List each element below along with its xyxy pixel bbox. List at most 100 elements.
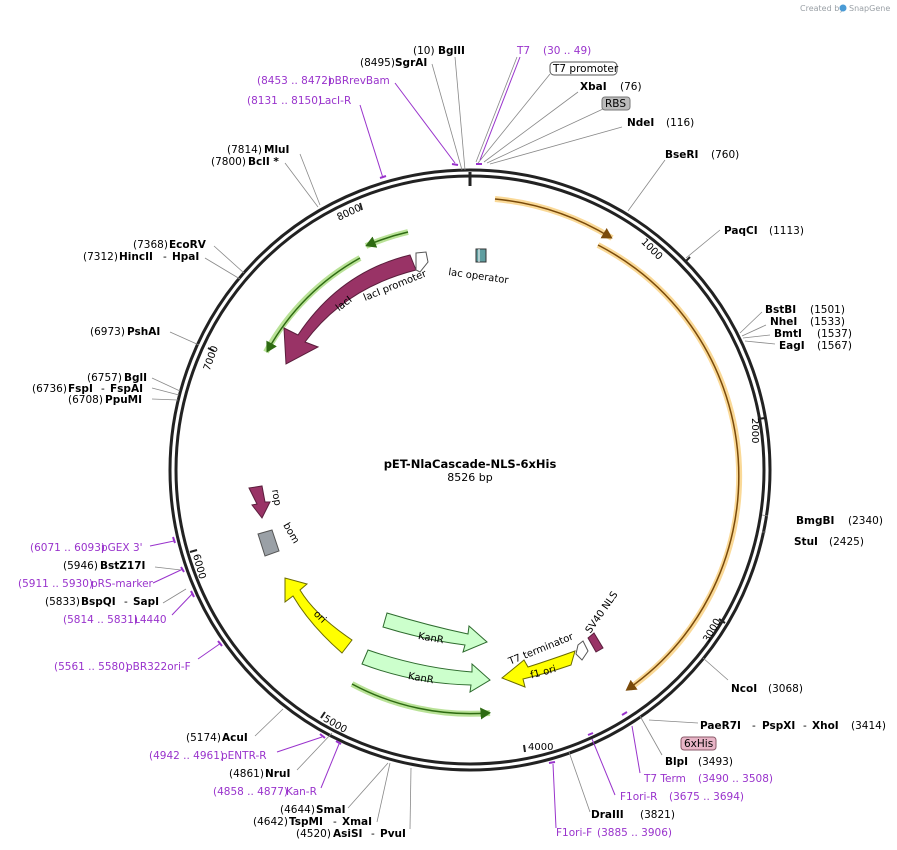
enz-stui-pos: (2425) (829, 536, 864, 548)
plasmid-length: 8526 bp (447, 471, 492, 484)
primer-pbrrevbam: pBRrevBam (328, 75, 390, 87)
primer-f1ori-f-range: (3885 .. 3906) (597, 827, 672, 839)
orf-arc-green-3-line (351, 683, 491, 720)
primer-kan-r-range: (4858 .. 4877) (213, 786, 288, 798)
enz-ppumi-pos: (6708) (68, 394, 103, 406)
enz-fspi-sep: - (101, 383, 105, 395)
enz-ndei: NdeI (627, 117, 654, 129)
enz-stui: StuI (794, 536, 818, 548)
his-tag-label: 6xHis (684, 738, 713, 750)
enz-nrui: NruI (265, 768, 290, 780)
enz-acui-pos: (5174) (186, 732, 221, 744)
kanR-feature-1 (382, 612, 488, 653)
enz-acui: AcuI (222, 732, 248, 744)
primer-laci-r: LacI-R (319, 95, 351, 107)
enz-bstbi: BstBI (765, 304, 796, 316)
enz-asisi-sep: - (371, 828, 375, 840)
enz-fspi: FspI (68, 383, 93, 395)
enz-paer7i-sep2: - (803, 720, 807, 732)
rbs-label: RBS (605, 98, 626, 110)
enz-xbai: XbaI (580, 81, 607, 93)
primer-l4440-range: (5814 .. 5831) (63, 614, 138, 626)
bom-feature (257, 529, 280, 557)
primer-f1ori-f: F1ori-F (556, 827, 592, 839)
tick-1000: 1000 (639, 237, 665, 263)
enz-nrui-pos: (4861) (229, 768, 264, 780)
primer-marks (172, 163, 628, 764)
tick-2000: 2000 (749, 418, 760, 443)
snapgene-logo-icon (839, 4, 847, 12)
enz-bgli-pos: (6757) (87, 372, 122, 384)
orf-arc-green-2-line (266, 257, 361, 353)
sv40-nls-label: SV40 NLS (584, 590, 621, 636)
enz-smai-pos: (4644) (280, 804, 315, 816)
rop-label: rop (269, 489, 283, 507)
enz-fspai: FspAI (110, 383, 143, 395)
backbone-outer (168, 168, 772, 772)
enz-hincii-pos: (7312) (83, 251, 118, 263)
enz-paer7i: PaeR7I (700, 720, 741, 732)
primer-prs-marker: pRS-marker (91, 578, 154, 590)
primer-f1ori-r: F1ori-R (620, 791, 657, 803)
enz-bgli: BglI (124, 372, 147, 384)
enz-bcli: BclI * (248, 156, 279, 168)
enz-pshai-pos: (6973) (90, 326, 125, 338)
enz-ecorv: EcoRV (169, 239, 207, 251)
rbs-box (601, 96, 631, 111)
enz-xhoi: XhoI (812, 720, 839, 732)
enz-blpi: BlpI (665, 756, 688, 768)
credit-brand: SnapGene (849, 4, 890, 13)
kanR-label-2: KanR (407, 671, 434, 686)
enz-nhei-pos: (1533) (810, 316, 845, 328)
enz-ecorv-pos: (7368) (133, 239, 168, 251)
enz-ncoi-pos: (3068) (768, 683, 803, 695)
enz-eagi-pos: (1567) (817, 340, 852, 352)
primer-l4440: L4440 (134, 614, 167, 626)
bom-label: bom (280, 521, 301, 546)
ori-feature (284, 577, 353, 654)
lac-operator-label: lac operator (448, 267, 510, 286)
primer-t7-term: T7 Term (643, 773, 686, 785)
enz-hincii: HincII (119, 251, 153, 263)
primer-t7-range: (30 .. 49) (543, 45, 591, 57)
enz-pvui: PvuI (380, 828, 406, 840)
primer-pgex3-range: (6071 .. 6093) (30, 542, 105, 554)
kanR-feature-2 (361, 649, 491, 693)
enz-bmgbi: BmgBI (796, 515, 834, 527)
f1-ori-feature (501, 650, 576, 688)
enz-sgrai-pos: (8495) (360, 57, 395, 69)
primer-t7: T7 (516, 45, 530, 57)
enz-xmai: XmaI (342, 816, 372, 828)
enz-bstbi-pos: (1501) (810, 304, 845, 316)
kanR-label-1: KanR (417, 631, 444, 646)
enz-hpai: HpaI (172, 251, 199, 263)
enz-bseri: BseRI (665, 149, 698, 161)
leader-lines-top (151, 56, 776, 830)
enz-sapi: SapI (133, 596, 159, 608)
enz-xbai-pos: (76) (620, 81, 642, 93)
primer-laci-r-range: (8131 .. 8150) (247, 95, 322, 107)
enz-paer7i-sep1: - (752, 720, 756, 732)
primer-f1ori-r-range: (3675 .. 3694) (669, 791, 744, 803)
plasmid-name: pET-NlaCascade-NLS-6xHis (384, 457, 557, 471)
enz-pspxi: PspXI (762, 720, 795, 732)
primer-prs-marker-range: (5911 .. 5930) (18, 578, 93, 590)
tick-marks (189, 202, 766, 753)
enz-sgrai: SgrAI (395, 57, 427, 69)
orf-arc-orange-2-line (597, 244, 740, 691)
rop-feature (248, 485, 271, 519)
enz-ndei-pos: (116) (666, 117, 694, 129)
primer-pbrrevbam-range: (8453 .. 8472) (257, 75, 332, 87)
primer-pbr322ori-f: pBR322ori-F (126, 661, 191, 673)
enz-bseri-pos: (760) (711, 149, 739, 161)
enz-ppumi: PpuMI (105, 394, 142, 406)
enz-eagi: EagI (779, 340, 805, 352)
lac-operator-feature (475, 248, 487, 263)
enz-paqci: PaqCI (724, 225, 758, 237)
enz-bmti-pos: (1537) (817, 328, 852, 340)
t7-terminator-feature (575, 640, 589, 661)
tick-4000: 4000 (528, 742, 553, 753)
enz-mlui: MluI (264, 144, 289, 156)
enz-tspmi-sep: - (333, 816, 337, 828)
